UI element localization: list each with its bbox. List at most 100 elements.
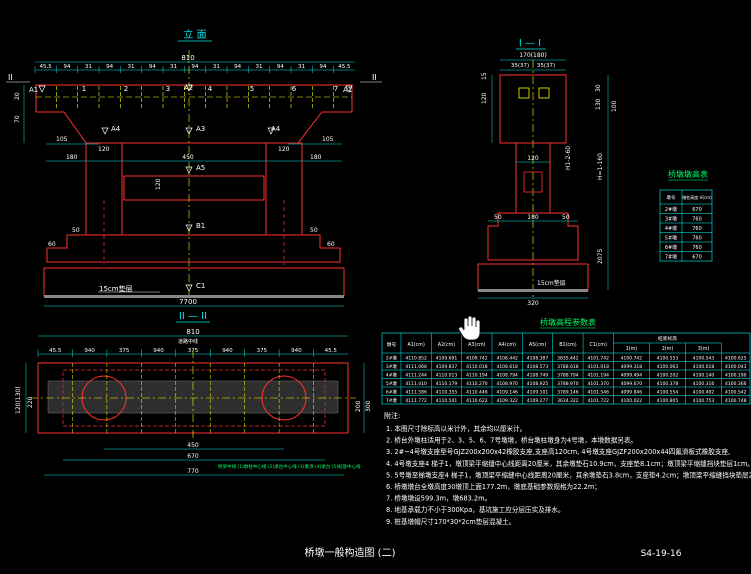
elevation-dim-105-left: 105 bbox=[56, 136, 68, 143]
foundation-block bbox=[43, 267, 345, 297]
pier-table-cell: 760 bbox=[692, 236, 702, 242]
plan-segment-label: 940 bbox=[84, 348, 95, 354]
param-table-cell: 4111.244 bbox=[405, 372, 427, 378]
param-table-cell: 4110.018 bbox=[466, 364, 488, 370]
param-table-header-cell: A5(cm) bbox=[529, 342, 547, 348]
plan-segment-label: 375 bbox=[119, 348, 130, 354]
section-1-sub-dim-left: 35(37) bbox=[511, 63, 529, 69]
elevation-dim-450: 450 bbox=[182, 154, 194, 161]
note-line: 3. 2#~4号墩支座型号GJZ200x200x42橡胶支座,支座高120cm,… bbox=[386, 447, 730, 456]
param-table-cell: 3788.618 bbox=[557, 364, 579, 370]
level-marker-a4-left bbox=[101, 127, 109, 135]
section-1-view: I — I 170(180) 35(37) 35(37) 120 15 120 … bbox=[477, 38, 618, 307]
param-table-cell: 4100.554 bbox=[657, 389, 679, 395]
point-a4-left: A4 bbox=[111, 125, 121, 133]
param-table-cell: 4110.194 bbox=[466, 372, 488, 378]
cushion-layer-hatch bbox=[44, 295, 344, 298]
pier-table-cell: 2#墩 bbox=[665, 206, 677, 213]
notes-block: 附注: 1. 本图尺寸除标高以米计外，其余均以厘米计。2. 桥台外墩柱适用于2、… bbox=[384, 411, 751, 526]
param-table-cell: 4108.749 bbox=[527, 372, 549, 378]
param-table-cell: 4099.670 bbox=[621, 381, 643, 387]
param-table-cell: 4100.140 bbox=[693, 372, 715, 378]
note-line: 2. 桥台外墩柱适用于2、3、5、6、7号墩墩，桥台墩柱墩身为4号墩，本墩数据另… bbox=[386, 436, 637, 445]
section-mark-ii-left: II bbox=[8, 73, 13, 82]
param-table-cell: 4111.410 bbox=[405, 381, 427, 387]
elevation-overall-dim: 810 bbox=[181, 54, 194, 62]
plan-overall-dim: 810 bbox=[186, 328, 199, 336]
note-line: 6. 桥墩墩台全墩高度30墩顶上面177.2m，墩底基础参数规格为22.2m； bbox=[386, 482, 601, 491]
param-table-cell: 4100.063 bbox=[657, 364, 679, 370]
param-table-cell: 6#墩 bbox=[386, 388, 398, 395]
param-table-subheader-cell: 1(m) bbox=[626, 346, 638, 352]
param-table-cell: 4110.622 bbox=[466, 398, 488, 404]
plan-bottom-dim-450: 450 bbox=[187, 442, 199, 449]
param-table-cell: 4110.013 bbox=[436, 372, 458, 378]
param-table-cell: 4100.625 bbox=[725, 355, 747, 361]
param-table-header-cell: 桩底标高 bbox=[658, 335, 677, 342]
level-marker-b1 bbox=[185, 224, 193, 232]
pier-table-cell: 5#墩 bbox=[665, 235, 677, 242]
plan-bottom-dim-670: 670 bbox=[187, 453, 199, 460]
elevation-dim-105-right: 105 bbox=[322, 136, 334, 143]
param-table-cell: 4111.068 bbox=[405, 364, 427, 370]
param-table-header-cell: A2(cm) bbox=[438, 342, 456, 348]
plan-segment-label: 940 bbox=[222, 348, 233, 354]
plan-bottom-dim-770: 770 bbox=[187, 468, 199, 475]
param-table-cell: 4109.322 bbox=[496, 398, 518, 404]
hand-cursor-icon bbox=[458, 315, 481, 341]
section-1-h: H=1-160 bbox=[597, 153, 604, 180]
elevation-segment-label: 31 bbox=[298, 64, 305, 70]
elevation-segment-label: 94 bbox=[234, 64, 241, 70]
param-table-cell: 4109.101 bbox=[527, 389, 549, 395]
param-table-header-cell: B1(cm) bbox=[559, 342, 577, 348]
elevation-segment-label: 31 bbox=[170, 64, 177, 70]
plan-annotation: 桥梁中线 (1)墩柱中心线 (2)承台中心线 (3)墩顶 (4)承台 (5)桩基… bbox=[218, 463, 361, 470]
plan-segment-label: 45.5 bbox=[325, 348, 338, 354]
param-table-cell: 4100.542 bbox=[725, 389, 747, 395]
section-1-top-dim: 170(180) bbox=[519, 52, 547, 59]
pier-table-cell: 760 bbox=[692, 217, 702, 223]
point-a1-left: A1 bbox=[29, 86, 38, 94]
param-table-border bbox=[381, 332, 751, 405]
param-table-cell: 4100.543 bbox=[693, 355, 715, 361]
section-1-dim-50-right: 50 bbox=[562, 214, 570, 221]
section-1-dim-30: 30 bbox=[595, 84, 602, 92]
param-table-cell: 4100.190 bbox=[725, 372, 747, 378]
param-table-cell: 3835.442 bbox=[557, 355, 579, 361]
param-table-cell: 4101.546 bbox=[588, 389, 610, 395]
param-table-cell: 4100.202 bbox=[657, 372, 679, 378]
elevation-segment-label: 31 bbox=[213, 64, 220, 70]
param-table-cell: 4099.846 bbox=[621, 389, 643, 395]
bearing-marks bbox=[56, 86, 334, 110]
section-1-dim-100: 100 bbox=[611, 100, 618, 112]
section-mark-ii-right: II bbox=[372, 73, 377, 82]
pier-table-cell: 670 bbox=[692, 207, 702, 213]
drawing-title: 桥墩一般构造图 (二) bbox=[305, 546, 396, 559]
param-table-cell: 3788.970 bbox=[557, 381, 579, 387]
param-table-cell: 5#墩 bbox=[386, 380, 398, 387]
section-1-title: I — I bbox=[519, 38, 541, 49]
section-1-dim-120w: 120 bbox=[527, 155, 539, 162]
section-1-dim-50-left: 50 bbox=[494, 214, 502, 221]
section-1-dim-130: 130 bbox=[595, 98, 602, 110]
param-table-cell: 4110.355 bbox=[436, 389, 458, 395]
elevation-segment-label: 94 bbox=[106, 64, 113, 70]
elevation-segment-label: 31 bbox=[256, 64, 263, 70]
param-table-cell: 4101.722 bbox=[588, 398, 610, 404]
elevation-dim-120-vertical: 120 bbox=[155, 178, 162, 190]
param-table-cell: 7#墩 bbox=[386, 397, 398, 404]
elevation-dim-120-right: 120 bbox=[278, 146, 290, 153]
level-marker-a4-right bbox=[267, 127, 275, 135]
pier-table-header-cell: 墩柱高度 H(cm) bbox=[682, 194, 712, 200]
elevation-segment-label: 45.5 bbox=[338, 64, 351, 70]
param-table-cell: 4109.742 bbox=[466, 355, 488, 361]
param-table-cell: 4101.742 bbox=[588, 355, 610, 361]
param-table-cell: 4111.586 bbox=[405, 389, 427, 395]
param-table-cell: 4109.837 bbox=[436, 364, 458, 370]
section-1-cushion-label: 15cm垫层 bbox=[537, 279, 566, 287]
param-table-cell: 4100.742 bbox=[621, 355, 643, 361]
